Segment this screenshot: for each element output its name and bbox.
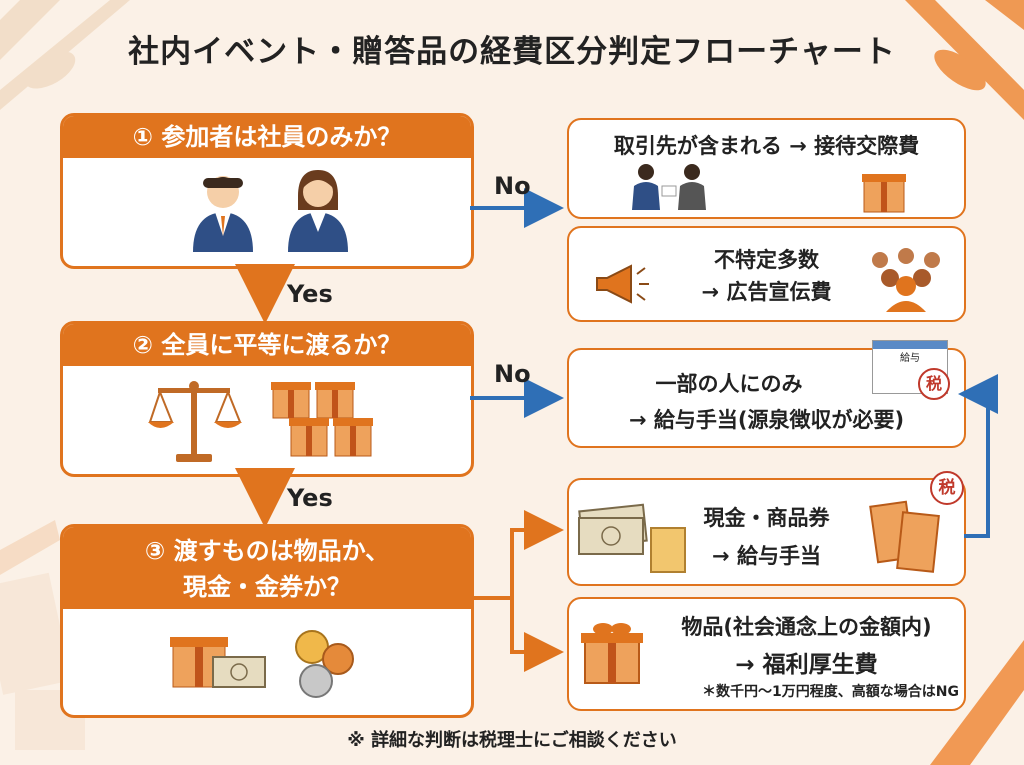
question-3-header: ③ 渡すものは物品か、 現金・金券か？ <box>63 527 471 609</box>
result-cash-label-line2: → 給与手当 <box>712 544 821 568</box>
crowd-icon <box>872 248 940 312</box>
handshake-meeting-icon <box>632 164 906 213</box>
arrow-cash-to-salary <box>958 374 998 538</box>
result-partial-label-line2: → 給与手当(源泉徴収が必要) <box>628 408 905 432</box>
banknote-icon <box>212 656 266 688</box>
arrow-to-goods <box>510 598 564 672</box>
employees-icon <box>193 170 348 252</box>
result-goods-box: 物品(社会通念上の金額内) → 福利厚生費 ＊数千円〜1万円程度、高額な場合はN… <box>567 597 966 711</box>
edge-label-yes-2: Yes <box>287 484 333 512</box>
question-1-box: ① 参加者は社員のみか？ <box>60 113 474 269</box>
balance-scale-icon <box>148 381 242 462</box>
result-public-label-line2: → 広告宣伝費 <box>701 280 832 304</box>
result-goods-note: ＊数千円〜1万円程度、高額な場合はNG <box>702 684 959 700</box>
gift-box-icon <box>862 174 906 213</box>
page-title: 社内イベント・贈答品の経費区分判定フローチャート <box>128 34 896 70</box>
question-3-label-line2: 現金・金券か？ <box>183 573 351 601</box>
result-client-label: 取引先が含まれる → 接待交際費 <box>613 134 920 158</box>
coins-icon <box>295 630 354 698</box>
result-goods-label-line1: 物品(社会通念上の金額内) <box>681 615 932 639</box>
edge-label-yes-1: Yes <box>287 280 333 308</box>
tax-stamp-icon: 税 <box>918 368 950 400</box>
question-2-label: ② 全員に平等に渡るか？ <box>63 324 471 366</box>
result-cash-label-line1: 現金・商品券 <box>703 506 830 530</box>
footer-note: ※ 詳細な判断は税理士にご相談ください <box>347 730 677 751</box>
question-1-label: ① 参加者は社員のみか？ <box>63 116 471 158</box>
arrow-to-cash <box>470 510 564 600</box>
gift-cash-coins-icons <box>170 630 354 698</box>
banknotes-envelope-icon <box>578 503 686 573</box>
envelopes-icon <box>869 500 940 573</box>
gift-boxes-icon <box>271 382 373 457</box>
payslip-label: 給与 <box>900 353 920 364</box>
result-client-box: 取引先が含まれる → 接待交際費 <box>567 118 966 219</box>
tax-stamp-icon-2: 税 <box>930 471 964 505</box>
megaphone-icon <box>596 264 649 304</box>
result-partial-label-line1: 一部の人にのみ <box>655 372 803 396</box>
result-public-label-line1: 不特定多数 <box>714 248 819 272</box>
result-goods-label-line2: → 福利厚生費 <box>735 652 878 678</box>
result-cash-box: 現金・商品券 → 給与手当 <box>567 478 966 586</box>
result-public-box: 不特定多数 → 広告宣伝費 <box>567 226 966 322</box>
gift-box-icon <box>581 623 643 684</box>
edge-label-no-1: No <box>494 172 531 200</box>
scale-and-gifts-icons <box>148 381 373 462</box>
edge-label-no-2: No <box>494 360 531 388</box>
question-3-label-line1: ③ 渡すものは物品か、 <box>144 537 390 565</box>
